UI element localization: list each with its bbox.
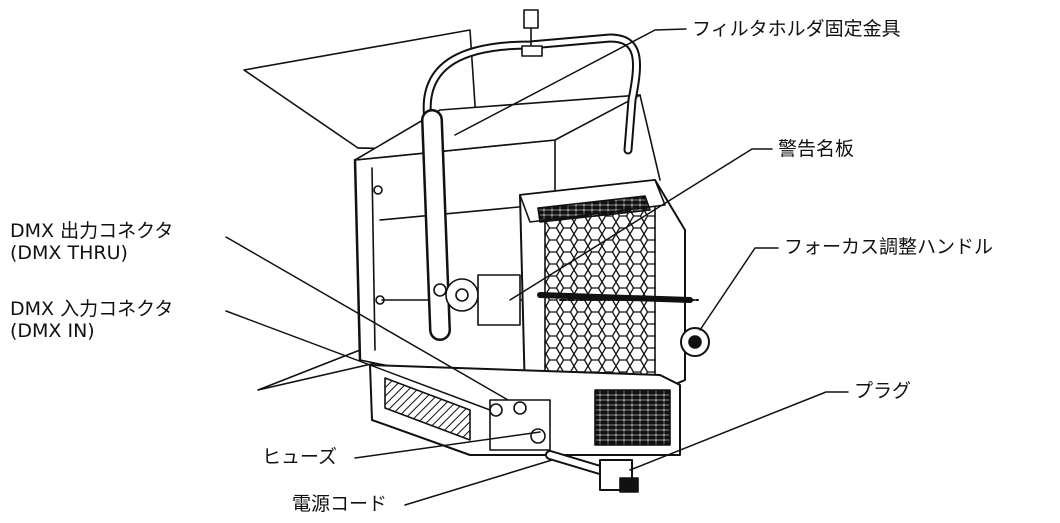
- leader-filter-holder-bracket: [454, 28, 687, 136]
- leader-lines: [225, 28, 849, 506]
- warning-plate: [477, 274, 521, 326]
- label-dmx-out-line1: DMX 出力コネクタ: [10, 220, 174, 242]
- label-warning-plate: 警告名板: [778, 138, 855, 160]
- leader-focus-handle: [699, 247, 779, 331]
- leader-power-cord: [404, 459, 553, 506]
- front-frame: [519, 179, 686, 396]
- label-dmx-out-line2: (DMX THRU): [10, 242, 128, 264]
- leader-plug: [629, 391, 849, 471]
- label-power-cord: 電源コード: [292, 493, 388, 515]
- label-focus-handle: フォーカス調整ハンドル: [784, 236, 994, 258]
- focus-handle: [537, 292, 710, 357]
- label-dmx-in-line1: DMX 入力コネクタ: [10, 298, 174, 320]
- label-fuse: ヒューズ: [262, 446, 338, 468]
- body-side-panel: [353, 139, 556, 401]
- leader-fuse: [354, 431, 541, 459]
- top-knob: [521, 9, 543, 57]
- label-dmx-in-line2: (DMX IN): [10, 320, 95, 342]
- label-plug: プラグ: [854, 380, 912, 402]
- yoke: [421, 33, 641, 341]
- leader-dmx-out: [225, 236, 509, 401]
- label-filter-holder-bracket: フィルタホルダ固定金具: [692, 18, 901, 40]
- leader-dmx-in: [225, 310, 491, 411]
- base-unit: [369, 364, 681, 493]
- leader-warning-plate: [509, 148, 773, 301]
